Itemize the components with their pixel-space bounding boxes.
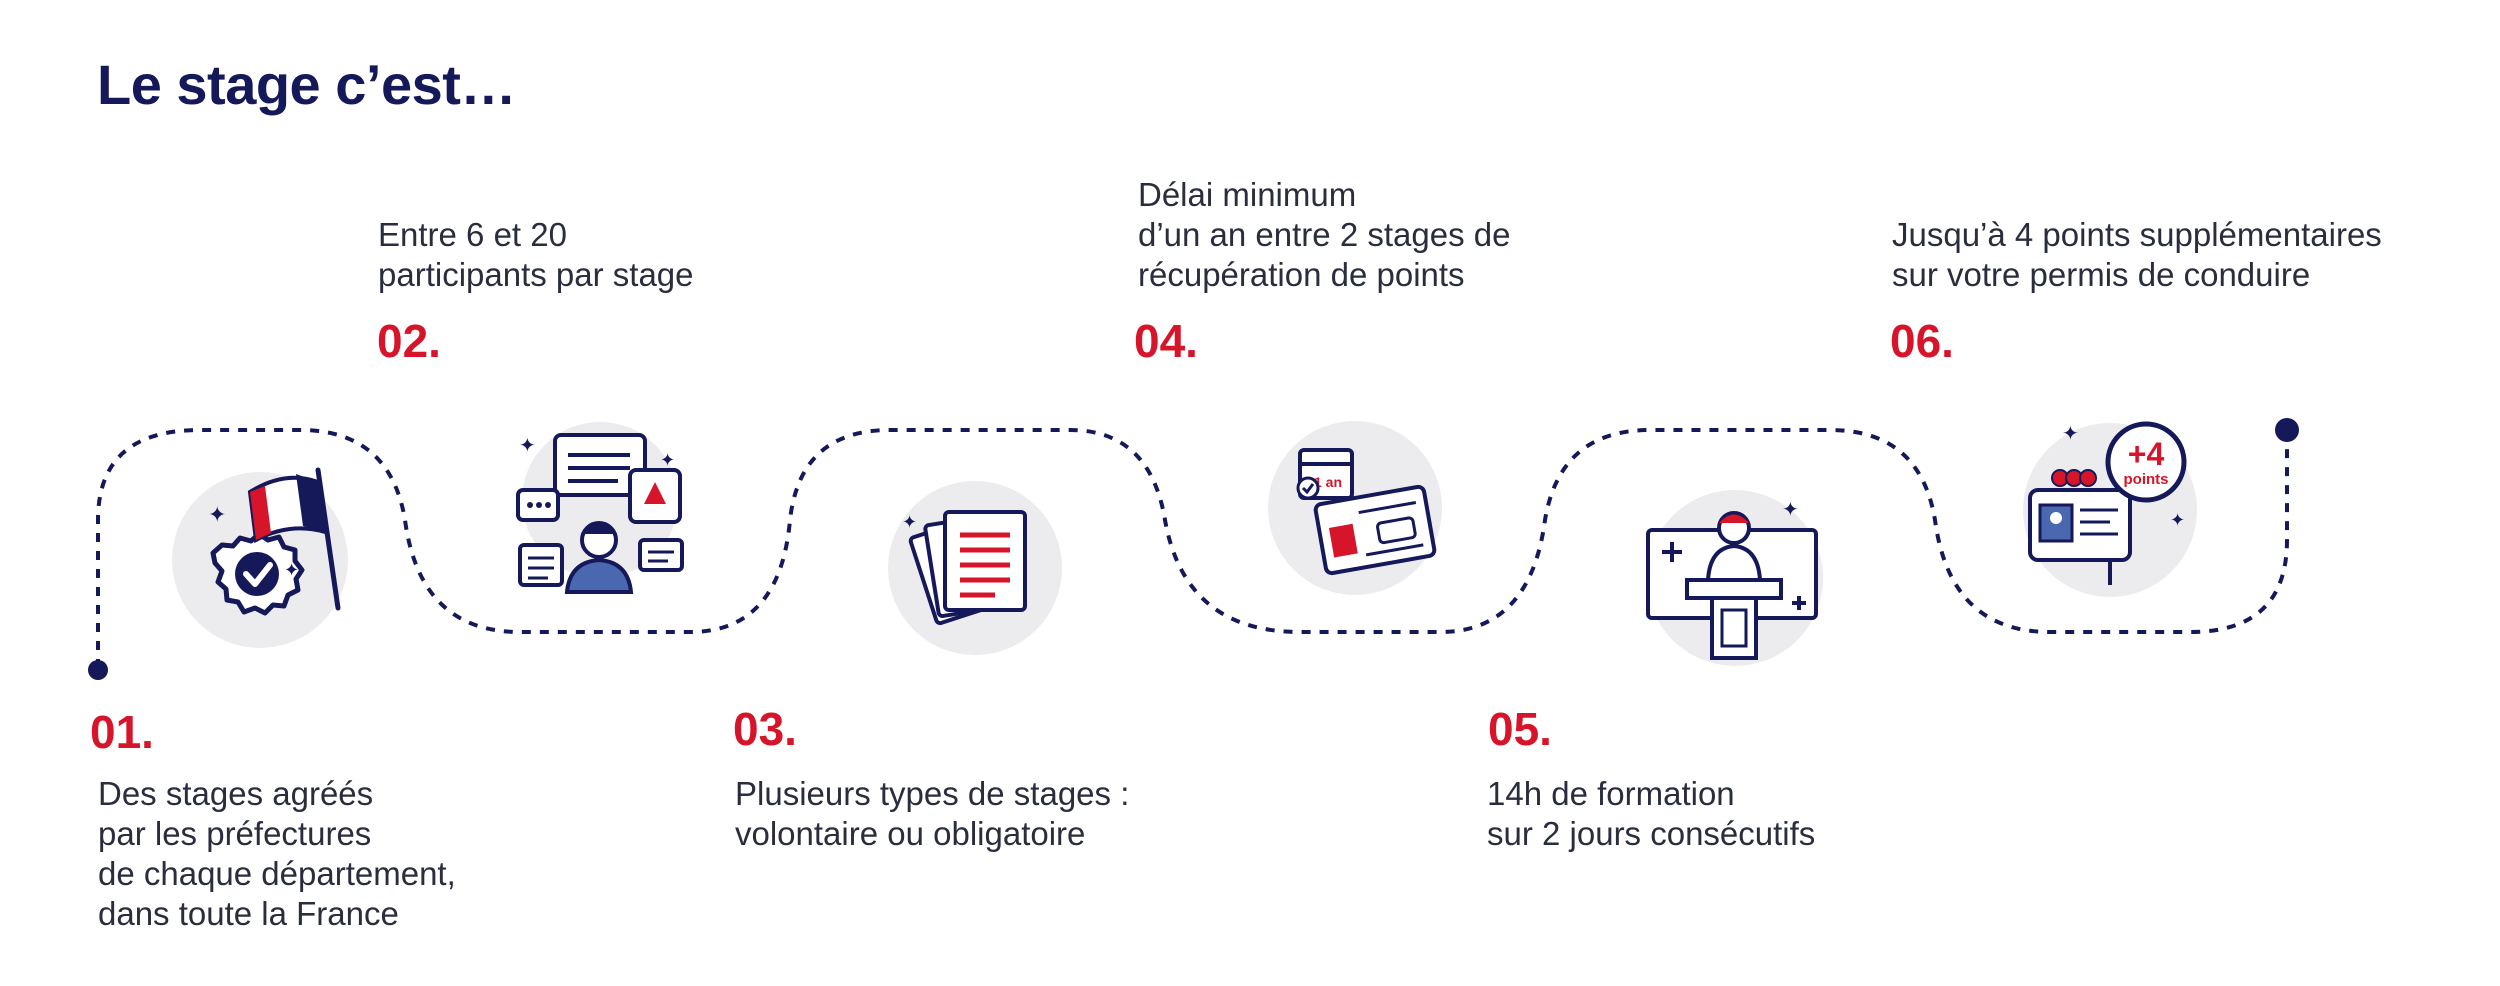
timeline-end-dot bbox=[2275, 418, 2299, 442]
svg-text:✦: ✦ bbox=[902, 512, 917, 533]
step-2-line: participants par stage bbox=[378, 256, 694, 293]
step-4-number: 04. bbox=[1134, 315, 1198, 367]
step-1-line: Des stages agréés bbox=[98, 775, 374, 812]
step-3-line: Plusieurs types de stages : bbox=[735, 775, 1130, 812]
step-4-description: Délai minimum d’un an entre 2 stages de … bbox=[1138, 175, 1510, 295]
step-2-description: Entre 6 et 20 participants par stage bbox=[378, 215, 694, 295]
step-1-line: par les préfectures bbox=[98, 815, 372, 852]
step-1-line: de chaque département, bbox=[98, 855, 456, 892]
step-2-line: Entre 6 et 20 bbox=[378, 216, 567, 253]
license-points-icon: +4 points ✦ ✦ bbox=[2023, 421, 2197, 597]
step-6-description: Jusqu’à 4 points supplémentaires sur vot… bbox=[1892, 215, 2382, 295]
svg-text:✦: ✦ bbox=[660, 450, 675, 471]
trainer-podium-icon: ✦ bbox=[1646, 490, 1823, 666]
step-3-number: 03. bbox=[733, 703, 797, 755]
points-bonus-label: +4 bbox=[2128, 436, 2165, 472]
timeline-start-dot bbox=[88, 660, 108, 680]
svg-text:✦: ✦ bbox=[519, 433, 536, 457]
step-3-line: volontaire ou obligatoire bbox=[735, 815, 1086, 852]
calendar-license-icon: 1 an bbox=[1268, 421, 1442, 595]
step-5-description: 14h de formation sur 2 jours consécutifs bbox=[1487, 774, 1815, 854]
step-4-line: d’un an entre 2 stages de bbox=[1138, 216, 1511, 253]
approved-badge-flag-icon: ✦ ✦ bbox=[172, 467, 348, 648]
step-6-line: sur votre permis de conduire bbox=[1892, 256, 2311, 293]
step-5-line: 14h de formation bbox=[1487, 775, 1735, 812]
step-4-line: Délai minimum bbox=[1138, 176, 1357, 213]
step-5-line: sur 2 jours consécutifs bbox=[1487, 815, 1816, 852]
svg-text:✦: ✦ bbox=[208, 503, 226, 528]
timeline-path bbox=[96, 428, 2289, 668]
svg-text:✦: ✦ bbox=[284, 560, 299, 581]
step-2-number: 02. bbox=[377, 315, 441, 367]
documents-stack-icon: ✦ bbox=[888, 481, 1062, 655]
step-3-description: Plusieurs types de stages : volontaire o… bbox=[735, 774, 1129, 854]
step-6-number: 06. bbox=[1890, 315, 1954, 367]
step-1-description: Des stages agréés par les préfectures de… bbox=[98, 774, 456, 934]
page-title: Le stage c’est… bbox=[97, 53, 516, 116]
discussion-group-icon: ✦ ✦ bbox=[516, 422, 684, 594]
calendar-year-label: 1 an bbox=[1314, 474, 1342, 490]
svg-text:✦: ✦ bbox=[1782, 497, 1799, 521]
step-6-line: Jusqu’à 4 points supplémentaires bbox=[1892, 216, 2382, 253]
step-1-line: dans toute la France bbox=[98, 895, 399, 932]
step-4-line: récupération de points bbox=[1138, 256, 1465, 293]
step-1-number: 01. bbox=[90, 706, 154, 758]
points-word-label: points bbox=[2124, 471, 2169, 488]
svg-text:✦: ✦ bbox=[2170, 510, 2185, 531]
step-5-number: 05. bbox=[1488, 703, 1552, 755]
svg-text:✦: ✦ bbox=[2062, 421, 2079, 445]
